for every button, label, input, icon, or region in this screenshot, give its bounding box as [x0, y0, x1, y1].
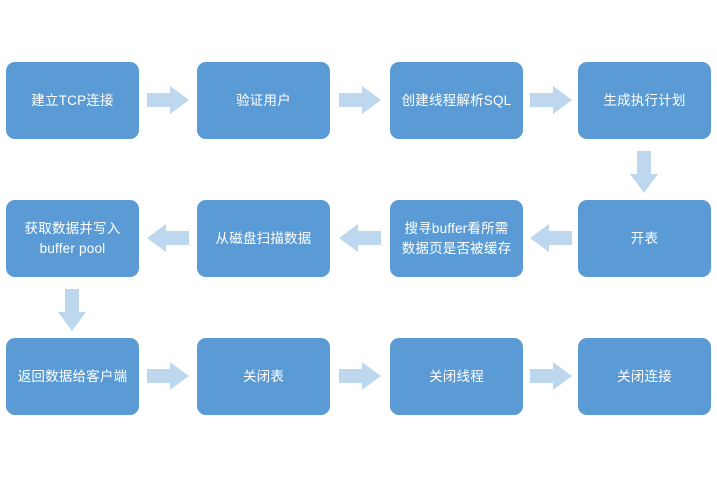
flow-node-label: 关闭连接 [617, 368, 672, 384]
arrow-right-icon [339, 361, 381, 391]
flow-node-return-data-to-client[interactable]: 返回数据给客户端 [6, 338, 139, 415]
arrow-right-icon [530, 85, 572, 115]
flow-node-label: 创建线程解析SQL [401, 92, 512, 108]
arrow-down-icon [629, 151, 659, 193]
flow-node-close-table[interactable]: 关闭表 [197, 338, 330, 415]
flow-node-label: 建立TCP连接 [31, 92, 114, 108]
flow-node-search-buffer-cache[interactable]: 搜寻buffer看所需 数据页是否被缓存 [390, 200, 523, 277]
flow-node-label: 开表 [630, 230, 659, 246]
flow-node-label: 获取数据并写入 buffer pool [24, 220, 121, 256]
arrow-down-icon [57, 289, 87, 331]
arrow-left-icon [530, 223, 572, 253]
arrow-right-icon [339, 85, 381, 115]
flow-node-label: 关闭线程 [429, 368, 484, 384]
flow-node-create-thread-parse-sql[interactable]: 创建线程解析SQL [390, 62, 523, 139]
flow-node-label: 从磁盘扫描数据 [215, 230, 312, 246]
flow-node-generate-execution-plan[interactable]: 生成执行计划 [578, 62, 711, 139]
arrow-left-icon [339, 223, 381, 253]
flow-node-scan-data-from-disk[interactable]: 从磁盘扫描数据 [197, 200, 330, 277]
flow-node-label: 搜寻buffer看所需 数据页是否被缓存 [401, 220, 512, 256]
arrow-right-icon [147, 361, 189, 391]
arrow-left-icon [147, 223, 189, 253]
flow-node-close-thread[interactable]: 关闭线程 [390, 338, 523, 415]
flow-node-establish-tcp-connection[interactable]: 建立TCP连接 [6, 62, 139, 139]
flow-node-open-table[interactable]: 开表 [578, 200, 711, 277]
flow-node-fetch-data-write-buffer-pool[interactable]: 获取数据并写入 buffer pool [6, 200, 139, 277]
flow-node-label: 关闭表 [242, 368, 285, 384]
flow-node-close-connection[interactable]: 关闭连接 [578, 338, 711, 415]
arrow-right-icon [147, 85, 189, 115]
flow-node-label: 生成执行计划 [603, 92, 686, 108]
flow-node-label: 验证用户 [236, 92, 291, 108]
flow-node-verify-user[interactable]: 验证用户 [197, 62, 330, 139]
flow-node-label: 返回数据给客户端 [17, 368, 128, 384]
arrow-right-icon [530, 361, 572, 391]
